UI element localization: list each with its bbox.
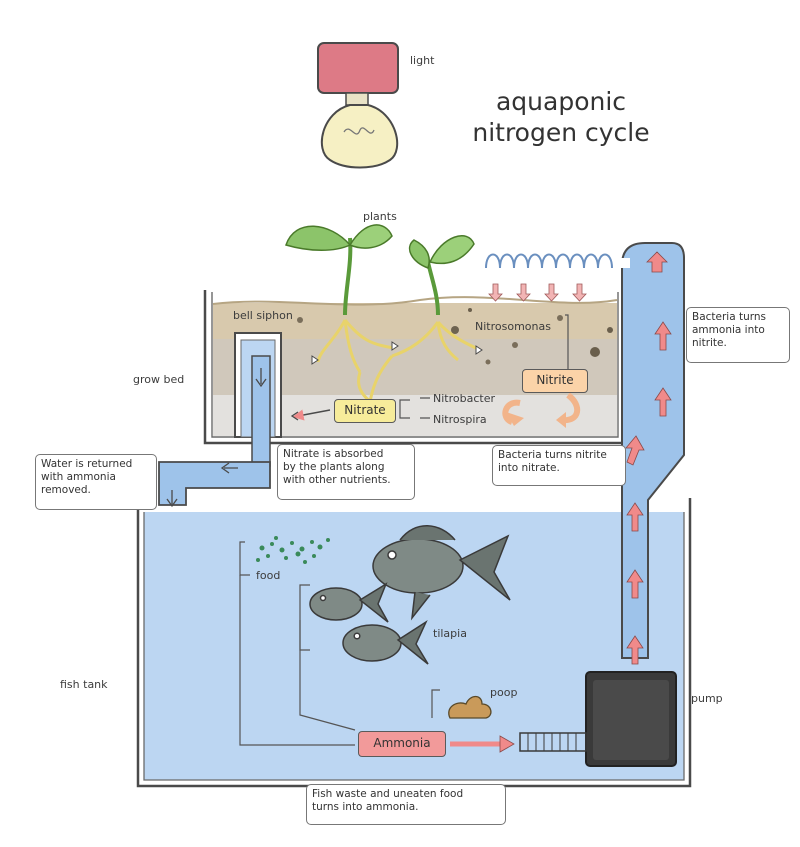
riser-pipe (621, 242, 685, 659)
return-pipe (158, 461, 271, 506)
note-water-returned: Water is returned with ammonia removed. (35, 454, 157, 510)
pump-intake (519, 732, 587, 752)
plants-illustration (285, 224, 483, 407)
flow-arrows (625, 251, 672, 665)
nitrate-box: Nitrate (334, 399, 396, 423)
pump-label: pump (691, 692, 723, 705)
diagram-title: aquaponic nitrogen cycle (472, 87, 650, 147)
light-fixture (317, 42, 399, 169)
bell-siphon-label: bell siphon (233, 309, 293, 322)
lamp-socket (345, 92, 369, 106)
nitrobacter-label: Nitrobacter (433, 392, 495, 405)
grow-bed-label: grow bed (133, 373, 185, 386)
note-bacteria-nitrite: Bacteria turns nitrite into nitrate. (492, 445, 626, 486)
poop-label: poop (490, 686, 518, 699)
note-fish-waste: Fish waste and uneaten food turns into a… (306, 784, 506, 825)
poop-icon (448, 695, 492, 719)
nitrite-box: Nitrite (522, 369, 588, 393)
spray-bar (485, 253, 613, 302)
tilapia-label: tilapia (433, 627, 467, 640)
pump-and-pipe (514, 242, 685, 767)
bulb-icon (320, 104, 399, 169)
food-label: food (256, 569, 281, 582)
leader-lines (239, 314, 569, 746)
bell-siphon (158, 332, 282, 508)
note-nitrate-absorbed: Nitrate is absorbed by the plants along … (277, 444, 415, 500)
nitrospira-label: Nitrospira (433, 413, 487, 426)
plants-label: plants (363, 210, 397, 223)
lamp-shade (317, 42, 399, 94)
note-bacteria-ammonia: Bacteria turns ammonia into nitrite. (686, 307, 790, 363)
light-label: light (410, 54, 435, 67)
nitrosomonas-label: Nitrosomonas (475, 320, 551, 333)
tilapia-fish-icon (309, 525, 511, 665)
food-pellets-icon (256, 536, 330, 564)
cycle-arrows (290, 392, 580, 428)
fish-tank-label: fish tank (60, 678, 108, 691)
ammonia-box: Ammonia (358, 731, 446, 757)
